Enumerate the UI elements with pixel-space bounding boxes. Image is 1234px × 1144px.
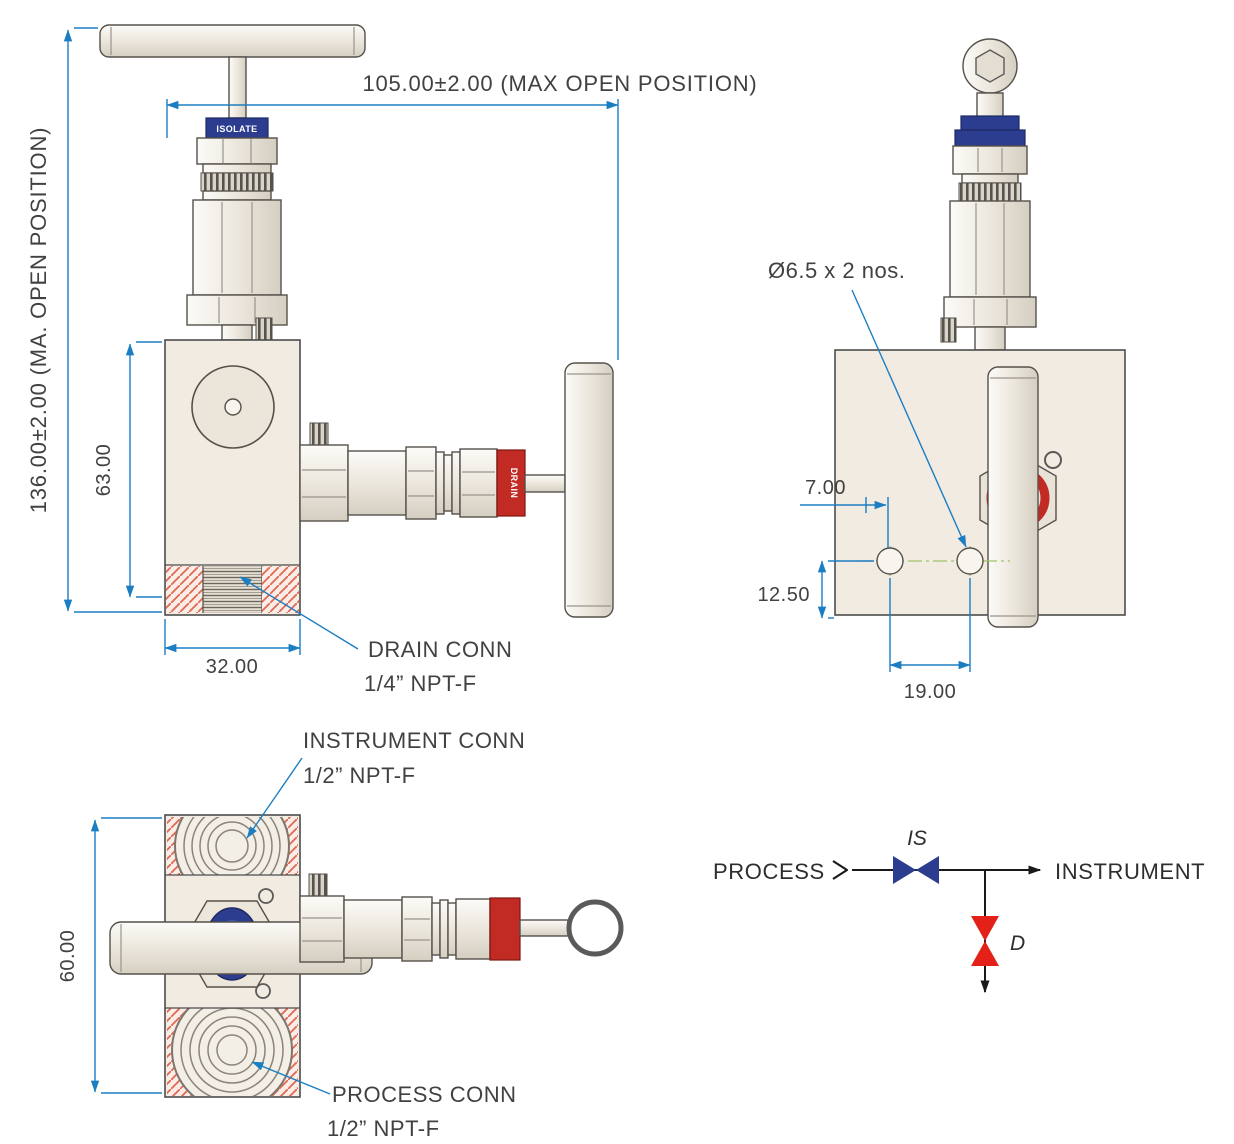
isolate-handle-bar	[99, 24, 366, 58]
isolate-bonnet-side	[949, 200, 1031, 298]
dim-body-depth: 60.00	[57, 817, 162, 1094]
drain-thread	[203, 566, 262, 613]
instrument-conn-callout: INSTRUMENT CONN 1/2” NPT-F	[246, 728, 525, 839]
schematic-instrument-label: INSTRUMENT	[1055, 859, 1205, 884]
dim-body-width: 32.00	[164, 619, 301, 678]
drain-thread-hatch-right	[262, 566, 299, 613]
isolate-valve-assembly: ISOLATE	[99, 24, 366, 341]
body-boss-hole	[224, 398, 242, 416]
drain-band-top	[489, 897, 521, 961]
dim-body-width-text: 32.00	[206, 656, 259, 678]
dim-hole-spacing-text: 19.00	[904, 681, 957, 703]
isolate-valve-symbol-label: IS	[907, 827, 927, 850]
dim-max-open-text: 105.00±2.00 (MAX OPEN POSITION)	[362, 71, 757, 96]
schematic-process-label: PROCESS	[713, 859, 825, 884]
dim-overall-height-text: 136.00±2.00 (MA. OPEN POSITION)	[26, 127, 51, 514]
isolate-handle-bar-side	[987, 366, 1039, 628]
vent-ring-top	[258, 888, 274, 904]
process-arrow-icon	[832, 860, 849, 880]
isolate-band-label: ISOLATE	[216, 124, 257, 134]
flow-schematic: PROCESS IS D INSTRUMENT	[713, 827, 1205, 994]
drain-band-label: DRAIN	[509, 468, 519, 499]
mounting-holes-label: Ø6.5 x 2 nos.	[768, 258, 905, 283]
instrument-conn-label-line1: INSTRUMENT CONN	[303, 728, 525, 753]
process-conn-thread	[167, 1008, 298, 1096]
instrument-conn-thread	[167, 817, 298, 875]
mounting-hole-left	[876, 547, 904, 575]
dim-body-height-text: 63.00	[93, 444, 115, 497]
dim-max-open: 105.00±2.00 (MAX OPEN POSITION)	[166, 71, 757, 360]
drain-band	[496, 449, 526, 517]
drain-conn-callout: DRAIN CONN 1/4” NPT-F	[239, 576, 512, 696]
top-view: 60.00 INSTRUMENT CONN 1/2” NPT-F PROCESS…	[57, 728, 624, 1141]
isolate-bonnet	[192, 199, 282, 296]
manifold-body-front	[164, 339, 301, 616]
drain-thread-hatch-left	[166, 566, 203, 613]
mounting-holes	[858, 546, 1010, 576]
drain-pull-ring-side	[1044, 451, 1062, 469]
dim-body-depth-text: 60.00	[57, 930, 79, 983]
bolt-hex-socket	[975, 49, 1005, 83]
drain-valve-symbol	[971, 916, 999, 966]
drain-valve-assembly-front: DRAIN	[299, 362, 614, 618]
drain-valve-symbol-label: D	[1010, 932, 1025, 955]
dim-hole-spacing: 19.00	[889, 578, 971, 703]
vent-knurl-side	[940, 317, 957, 343]
process-conn-callout: PROCESS CONN 1/2” NPT-F	[251, 1061, 516, 1141]
dim-hole-offset-text: 7.00	[805, 477, 846, 499]
dim-overall-height: 136.00±2.00 (MA. OPEN POSITION)	[26, 27, 162, 613]
front-view: ISOLATE	[26, 24, 757, 696]
isolate-valve-assembly-side	[940, 38, 1037, 351]
drain-vent-knurl	[309, 422, 329, 448]
process-conn-label-line1: PROCESS CONN	[332, 1082, 516, 1107]
instrument-conn-label-line2: 1/2” NPT-F	[303, 763, 416, 788]
dim-hole-height: 12.50	[757, 560, 874, 619]
mounting-holes-callout: Ø6.5 x 2 nos.	[768, 258, 967, 548]
mounting-hole-right	[956, 547, 984, 575]
vent-ring-bottom	[255, 983, 271, 999]
dim-hole-height-text: 12.50	[757, 584, 810, 606]
dim-hole-offset: 7.00	[800, 477, 889, 548]
drain-pull-ring-top	[566, 899, 624, 957]
drain-valve-assembly-top	[299, 873, 624, 963]
drain-conn-label-line2: 1/4” NPT-F	[364, 671, 477, 696]
isolate-stem	[228, 56, 247, 119]
vent-knurl	[255, 317, 273, 341]
drain-conn-label-line1: DRAIN CONN	[368, 637, 512, 662]
drain-handle-bar	[564, 362, 614, 618]
process-conn-label-line2: 1/2” NPT-F	[327, 1116, 440, 1141]
side-view: Ø6.5 x 2 nos. 7.00 12.50 19.00	[757, 38, 1126, 703]
drain-stem	[524, 474, 566, 493]
dim-body-height: 63.00	[93, 341, 162, 598]
isolate-valve-symbol	[893, 856, 939, 884]
